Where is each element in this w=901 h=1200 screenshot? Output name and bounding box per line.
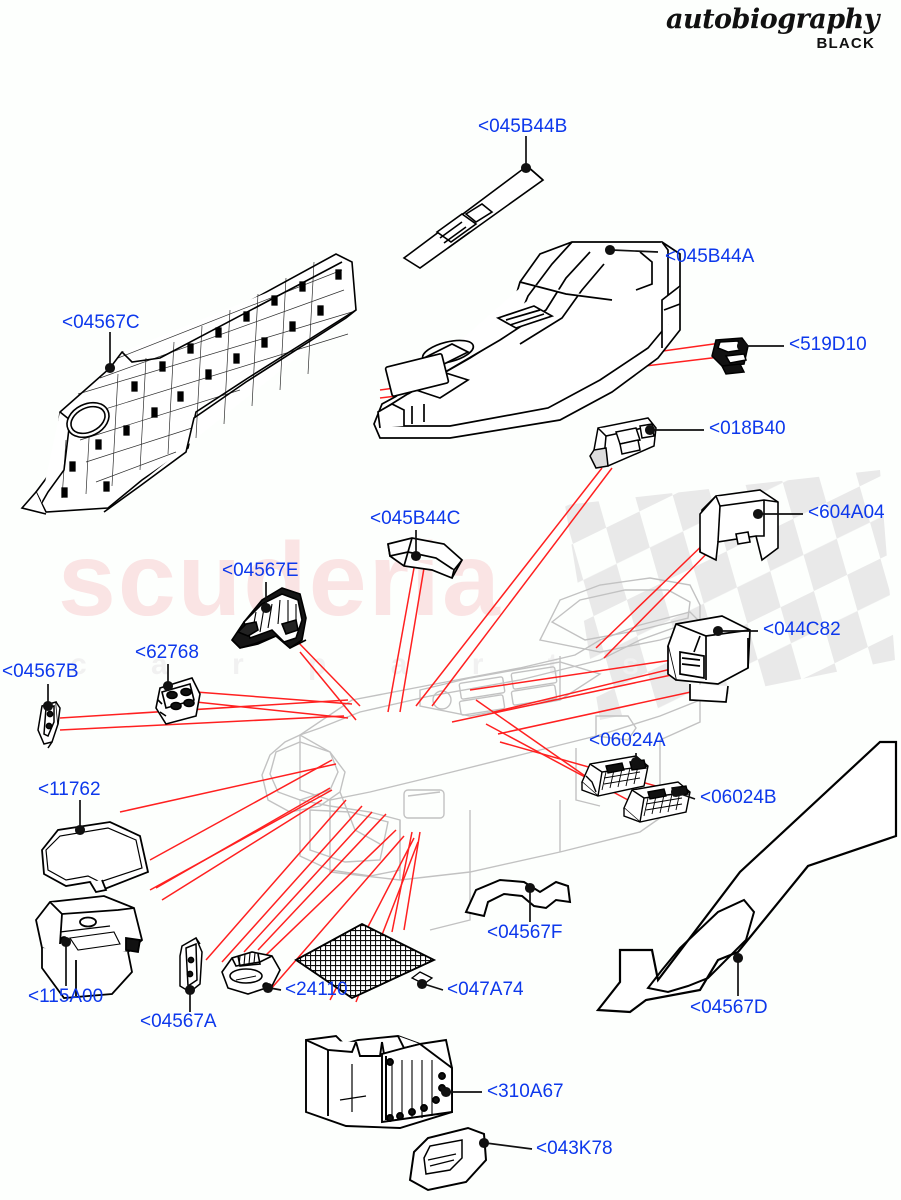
part-04567A — [179, 936, 203, 993]
callout-label-045B44B[interactable]: <045B44B — [478, 116, 568, 137]
callout-label-06024A[interactable]: <06024A — [589, 730, 666, 751]
brand-sub-text: BLACK — [816, 35, 875, 53]
part-04567C — [20, 253, 357, 515]
callout-label-04567F[interactable]: <04567F — [487, 922, 563, 943]
brand-script-text: autobiography — [665, 4, 880, 35]
ghost-console-assembly — [261, 577, 701, 931]
callout-label-047A74[interactable]: <047A74 — [447, 979, 524, 1000]
part-04567F — [464, 878, 572, 918]
part-04567E — [230, 587, 307, 650]
callout-label-04567D[interactable]: <04567D — [690, 997, 768, 1018]
part-044C82 — [667, 615, 751, 703]
part-04567B — [37, 701, 61, 749]
callout-label-310A67[interactable]: <310A67 — [487, 1081, 564, 1102]
part-519D10 — [711, 337, 749, 375]
part-043K78 — [408, 1126, 488, 1192]
part-045B44B — [402, 164, 545, 269]
part-04567D — [595, 740, 898, 1014]
callout-label-06024B[interactable]: <06024B — [700, 787, 777, 808]
callout-label-043K78[interactable]: <043K78 — [536, 1138, 613, 1159]
part-11762 — [41, 821, 150, 894]
callout-label-04567B[interactable]: <04567B — [2, 661, 79, 682]
brand-logo: autobiography BLACK — [665, 4, 880, 53]
callout-label-018B40[interactable]: <018B40 — [709, 418, 786, 439]
black-leader-lines — [42, 136, 803, 1150]
part-045B44C — [387, 537, 464, 580]
callout-label-604A04[interactable]: <604A04 — [808, 502, 885, 523]
part-06024A — [581, 755, 649, 797]
callout-label-04567E[interactable]: <04567E — [222, 560, 299, 581]
callout-label-62768[interactable]: <62768 — [135, 642, 199, 663]
callout-label-044C82[interactable]: <044C82 — [763, 619, 841, 640]
callout-label-045B44A[interactable]: <045B44A — [665, 246, 755, 267]
callout-label-045B44C[interactable]: <045B44C — [370, 508, 461, 529]
part-310A67 — [305, 1034, 453, 1129]
part-604A04 — [699, 489, 779, 562]
part-018B40 — [589, 417, 657, 469]
part-047A74 — [294, 922, 437, 1000]
callout-label-115A00[interactable]: <115A00 — [28, 986, 104, 1007]
callout-label-04567A[interactable]: <04567A — [140, 1011, 217, 1032]
part-115A00 — [35, 895, 144, 999]
part-045B44A — [373, 241, 681, 439]
part-62768 — [155, 677, 201, 725]
callout-label-11762[interactable]: <11762 — [38, 779, 101, 800]
callout-label-24110[interactable]: <24110 — [285, 979, 348, 1000]
callout-label-519D10[interactable]: <519D10 — [789, 334, 867, 355]
callout-label-04567C[interactable]: <04567C — [62, 312, 140, 333]
